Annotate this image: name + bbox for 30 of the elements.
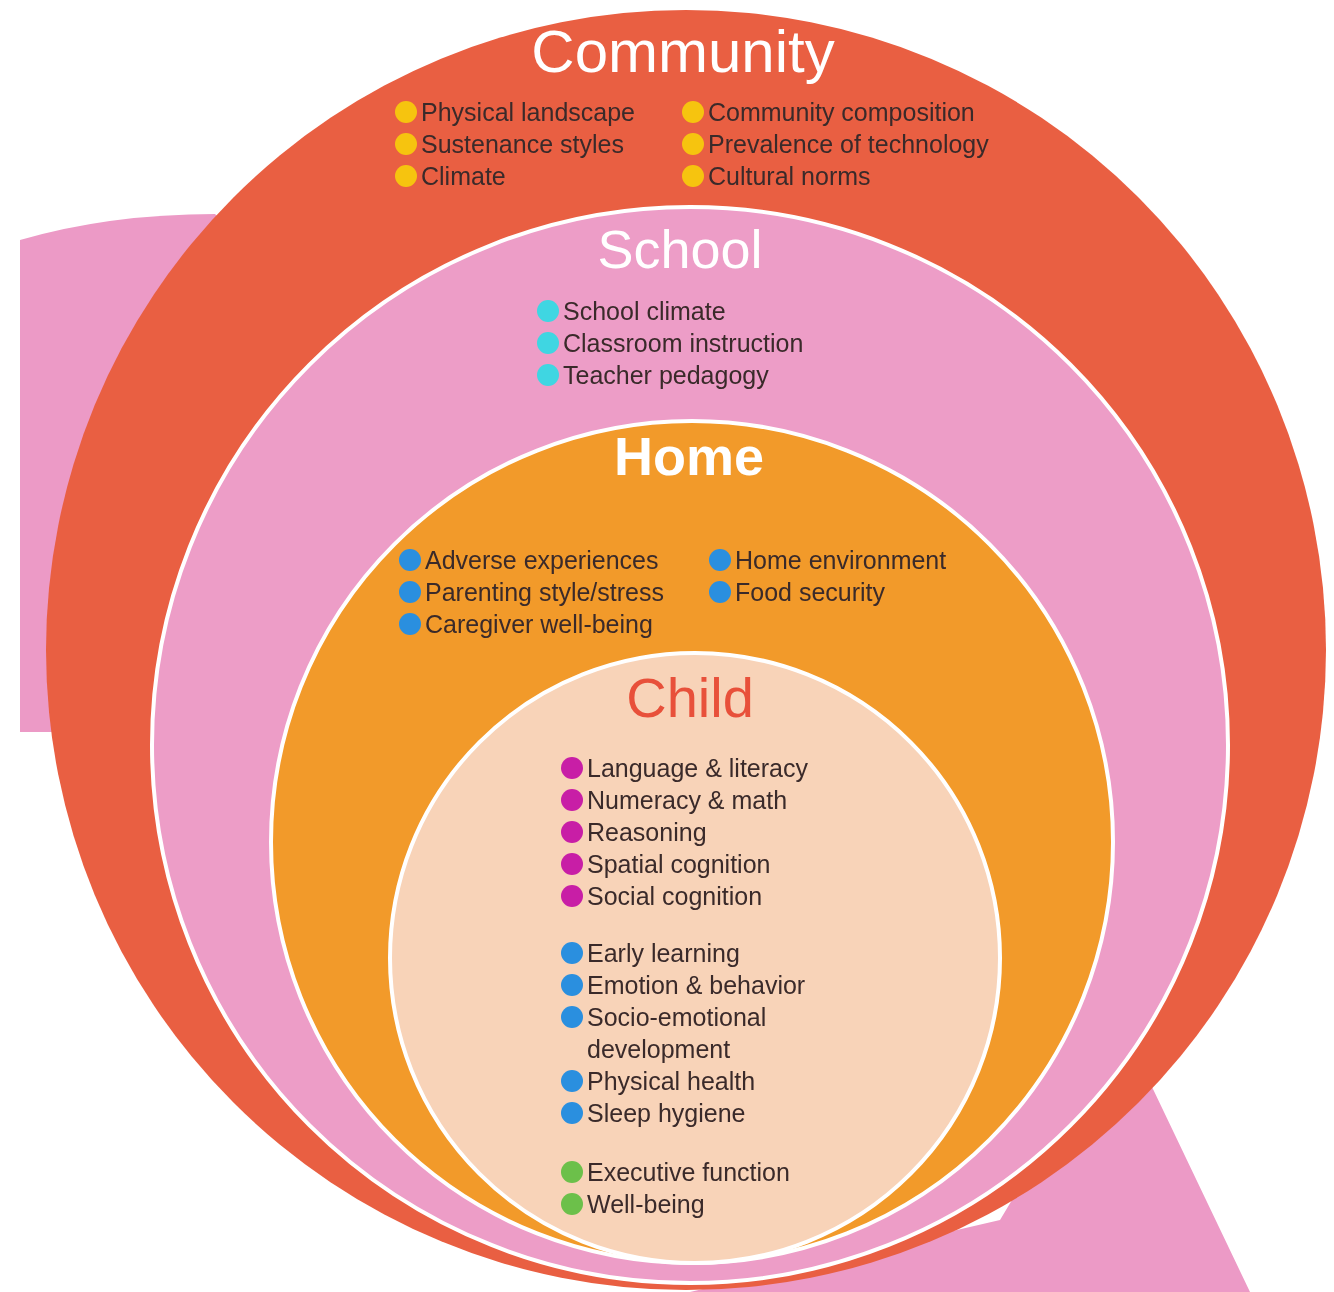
- list-item: Well-being: [587, 1189, 706, 1220]
- circle-heading: Home: [614, 429, 764, 483]
- list-item: Early learning: [587, 938, 741, 969]
- list-item: Adverse experiences: [425, 545, 659, 576]
- list-item: Numeracy & math: [587, 785, 789, 816]
- circle-heading: Community: [531, 22, 835, 82]
- list-item: Social cognition: [587, 881, 764, 912]
- list-item: Teacher pedagogy: [563, 360, 769, 391]
- list-item: Socio-emotional development: [587, 1002, 768, 1065]
- list-item: Physical landscape: [421, 97, 635, 128]
- list-item: Classroom instruction: [563, 328, 804, 359]
- circle-heading: School: [597, 222, 763, 276]
- list-item: Parenting style/stress: [425, 577, 664, 608]
- list-item: Reasoning: [587, 817, 708, 848]
- list-item: School climate: [563, 296, 726, 327]
- list-item: Food security: [735, 577, 886, 608]
- list-item: Sustenance styles: [421, 129, 624, 160]
- list-item: Sleep hygiene: [587, 1098, 747, 1129]
- list-item: Emotion & behavior: [587, 970, 807, 1001]
- list-item: Language & literacy: [587, 753, 809, 784]
- list-item: Physical health: [587, 1066, 757, 1097]
- list-item: Home environment: [735, 545, 947, 576]
- list-item: Community composition: [708, 97, 975, 128]
- list-item: Climate: [421, 161, 506, 192]
- list-item: Caregiver well-being: [425, 609, 653, 640]
- list-item: Cultural norms: [708, 161, 871, 192]
- list-item: Prevalence of technology: [708, 129, 989, 160]
- list-item: Executive function: [587, 1157, 791, 1188]
- list-item: Spatial cognition: [587, 849, 772, 880]
- circle-heading: Child: [626, 670, 754, 726]
